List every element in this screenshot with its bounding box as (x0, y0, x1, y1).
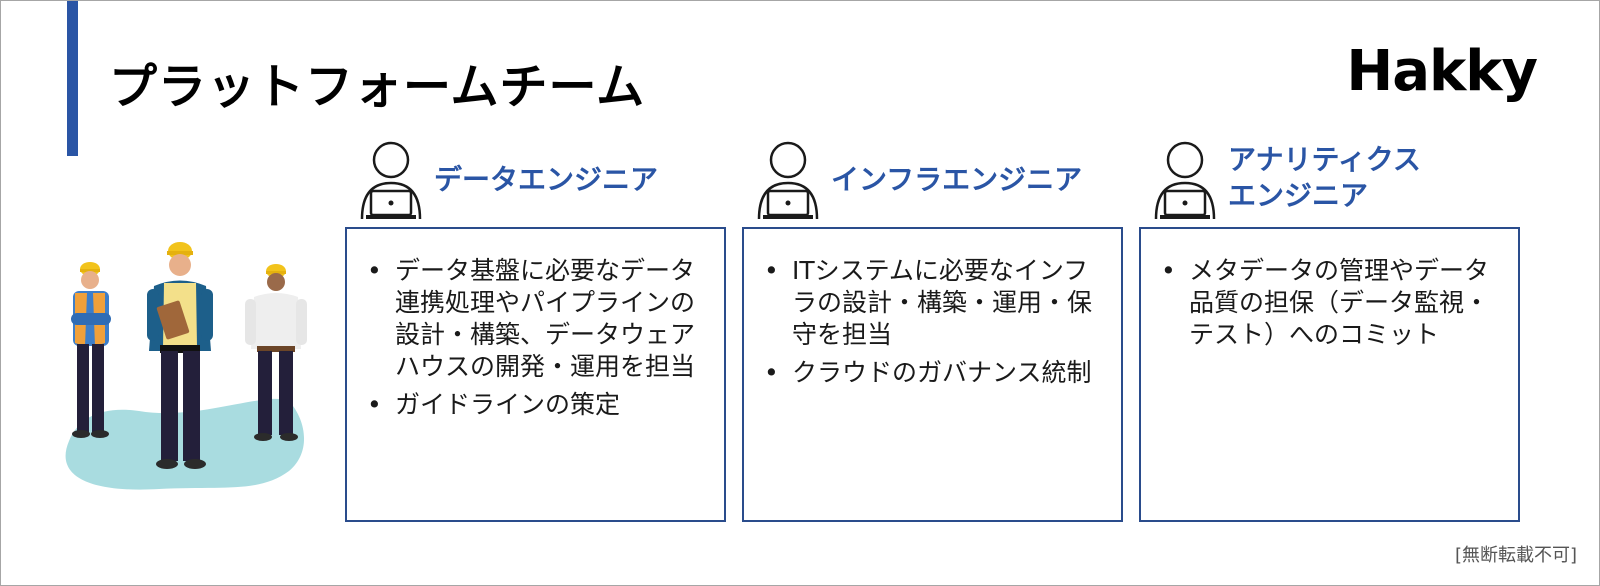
construction-workers-illustration (65, 242, 307, 490)
person-laptop-icon (1154, 141, 1216, 220)
column-head-infra-engineer: インフラエンジニア (755, 141, 1115, 223)
list-item: メタデータの管理やデータ品質の担保（データ監視・テスト）へのコミット (1161, 255, 1502, 351)
bullet-list: データ基盤に必要なデータ連携処理やパイプラインの設計・構築、データウェアハウスの… (347, 229, 724, 421)
worker-left (71, 262, 111, 438)
worker-center (147, 242, 213, 469)
role-title-infra-engineer: インフラエンジニア (831, 163, 1083, 196)
card-analytics-engineer: メタデータの管理やデータ品質の担保（データ監視・テスト）へのコミット (1139, 227, 1520, 522)
list-item: データ基盤に必要なデータ連携処理やパイプラインの設計・構築、データウェアハウスの… (367, 255, 708, 383)
role-title-data-engineer: データエンジニア (434, 163, 659, 196)
page-title: プラットフォームチーム (109, 59, 646, 115)
accent-bar (67, 1, 78, 156)
list-item: クラウドのガバナンス統制 (764, 357, 1105, 389)
role-title-analytics-engineer-line2: エンジニア (1228, 179, 1369, 212)
card-data-engineer: データ基盤に必要なデータ連携処理やパイプラインの設計・構築、データウェアハウスの… (345, 227, 726, 522)
card-infra-engineer: ITシステムに必要なインフラの設計・構築・運用・保守を担当 クラウドのガバナンス… (742, 227, 1123, 522)
person-laptop-icon (360, 141, 422, 220)
person-laptop-icon (757, 141, 819, 220)
list-item: ガイドラインの策定 (367, 389, 708, 421)
role-title-analytics-engineer-line1: アナリティクス (1228, 143, 1421, 176)
column-head-analytics-engineer: アナリティクス エンジニア (1152, 141, 1532, 223)
list-item: ITシステムに必要なインフラの設計・構築・運用・保守を担当 (764, 255, 1105, 351)
copyright-notice: [無断転載不可] (1454, 545, 1577, 566)
bullet-list: メタデータの管理やデータ品質の担保（データ監視・テスト）へのコミット (1141, 229, 1518, 351)
column-head-data-engineer: データエンジニア (358, 141, 718, 223)
hakky-logo: Hakky (1346, 39, 1538, 104)
bullet-list: ITシステムに必要なインフラの設計・構築・運用・保守を担当 クラウドのガバナンス… (744, 229, 1121, 389)
worker-right (245, 264, 307, 441)
